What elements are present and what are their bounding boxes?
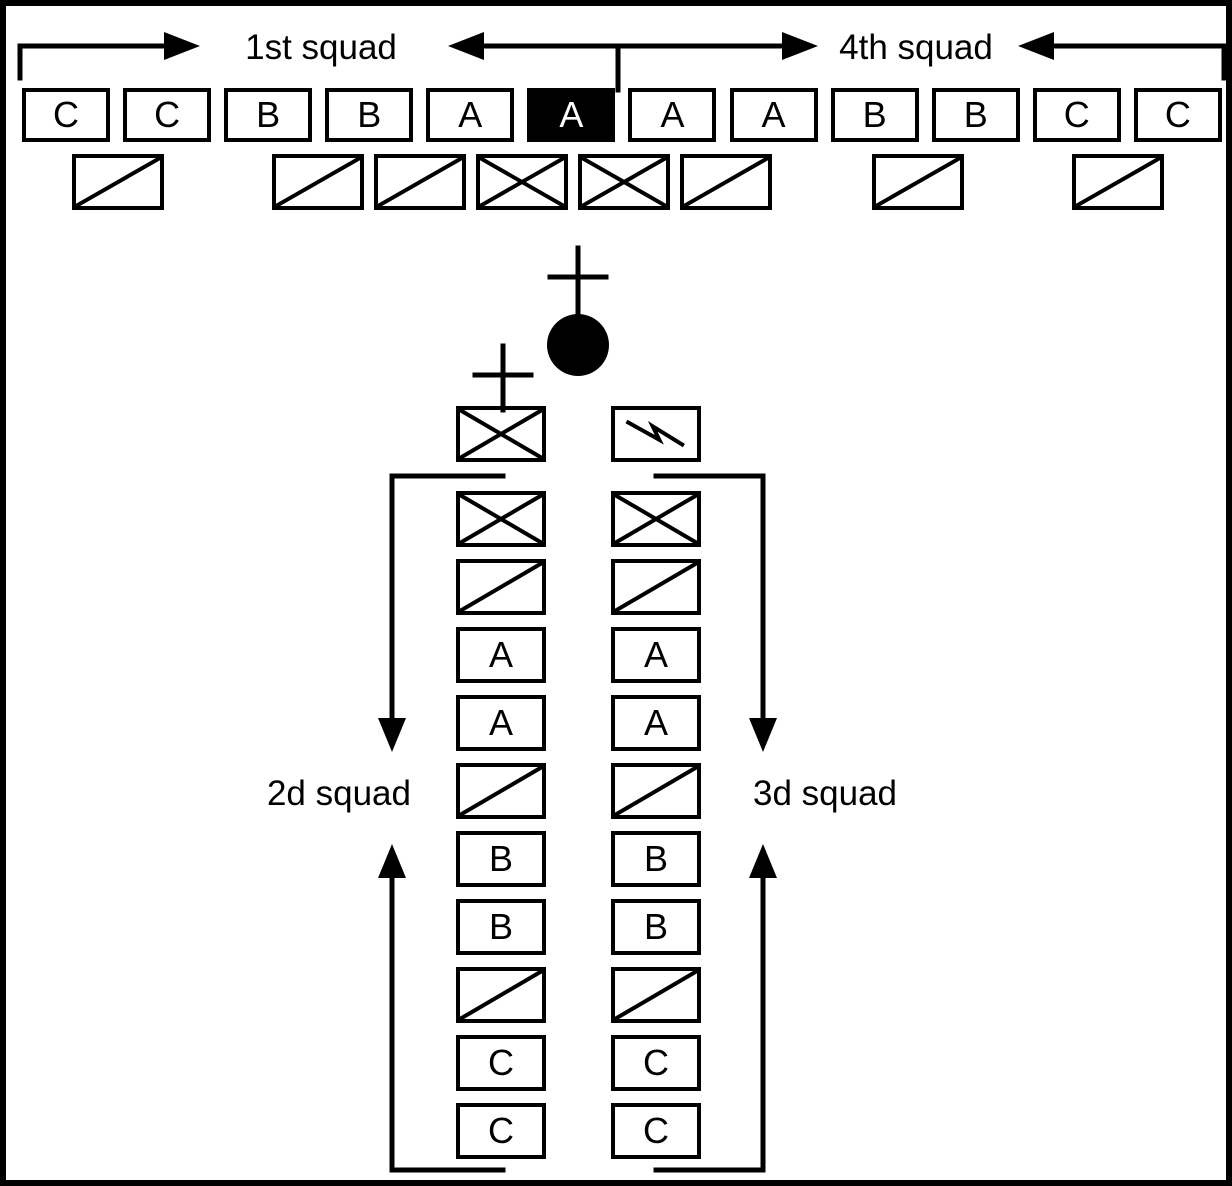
soldier-box: C [1032,88,1121,142]
slash-icon [615,971,697,1019]
soldier-box: C [456,1103,546,1159]
soldier-box: C [1133,88,1222,142]
soldier-box: B [611,899,701,955]
right-column-x-box [611,491,701,547]
slash-icon [876,158,960,206]
slash-icon [460,767,542,815]
lower-cross-icon [472,343,534,413]
rank2-slash-box [72,154,164,210]
right-column-slash-box [611,559,701,615]
squad4-range-arrow [1018,32,1226,81]
squad4-label: 4th squad [839,28,993,67]
right-column-header-guidon-box [611,406,701,462]
soldier-box: A [426,88,515,142]
soldier-box: B [456,899,546,955]
rank2-slash-box [872,154,964,210]
soldier-box: B [456,831,546,887]
soldier-box: A [456,627,546,683]
soldier-box: A [729,88,818,142]
squad1-range-arrow [17,32,200,81]
zigzag-icon [615,410,697,458]
soldier-box: C [611,1035,701,1091]
squad2-label: 2d squad [266,774,411,813]
rank2-slash-box [1072,154,1164,210]
slash-icon [684,158,768,206]
squad1-label: 1st squad [245,28,397,67]
filled-circle-icon [547,314,609,376]
slash-icon [615,767,697,815]
rank2-slash-box [272,154,364,210]
left-column-slash-box [456,559,546,615]
soldier-box: B [224,88,313,142]
rank2-slash-box [680,154,772,210]
soldier-box: C [123,88,212,142]
slash-icon [378,158,462,206]
slash-icon [460,563,542,611]
soldier-box: B [325,88,414,142]
soldier-box: B [931,88,1020,142]
slash-icon [276,158,360,206]
left-column-x-box [456,491,546,547]
x-icon [582,158,666,206]
slash-icon [460,971,542,1019]
line-formation-rank1: C C B B A A A A B B C C [22,88,1222,142]
soldier-box: C [611,1103,701,1159]
soldier-box: B [830,88,919,142]
upper-cross-icon [547,245,609,319]
slash-icon [76,158,160,206]
squad3-label: 3d squad [753,774,898,813]
slash-icon [1076,158,1160,206]
x-icon [460,495,542,543]
center-split-arrow [448,32,818,93]
slash-icon [615,563,697,611]
rank2-x-box [476,154,568,210]
soldier-box: A [611,627,701,683]
soldier-box: C [22,88,110,142]
soldier-box: A [456,695,546,751]
soldier-box: A [628,88,717,142]
x-icon [480,158,564,206]
soldier-box: A [611,695,701,751]
left-column-slash-box [456,763,546,819]
x-icon [615,495,697,543]
soldier-box-highlighted: A [527,88,616,142]
rank2-slash-box [374,154,466,210]
rank2-x-box [578,154,670,210]
soldier-box: B [611,831,701,887]
x-icon [460,410,542,458]
left-column-header-x-box [456,406,546,462]
right-column-slash-box [611,967,701,1023]
soldier-box: C [456,1035,546,1091]
right-column-slash-box [611,763,701,819]
left-column-slash-box [456,967,546,1023]
